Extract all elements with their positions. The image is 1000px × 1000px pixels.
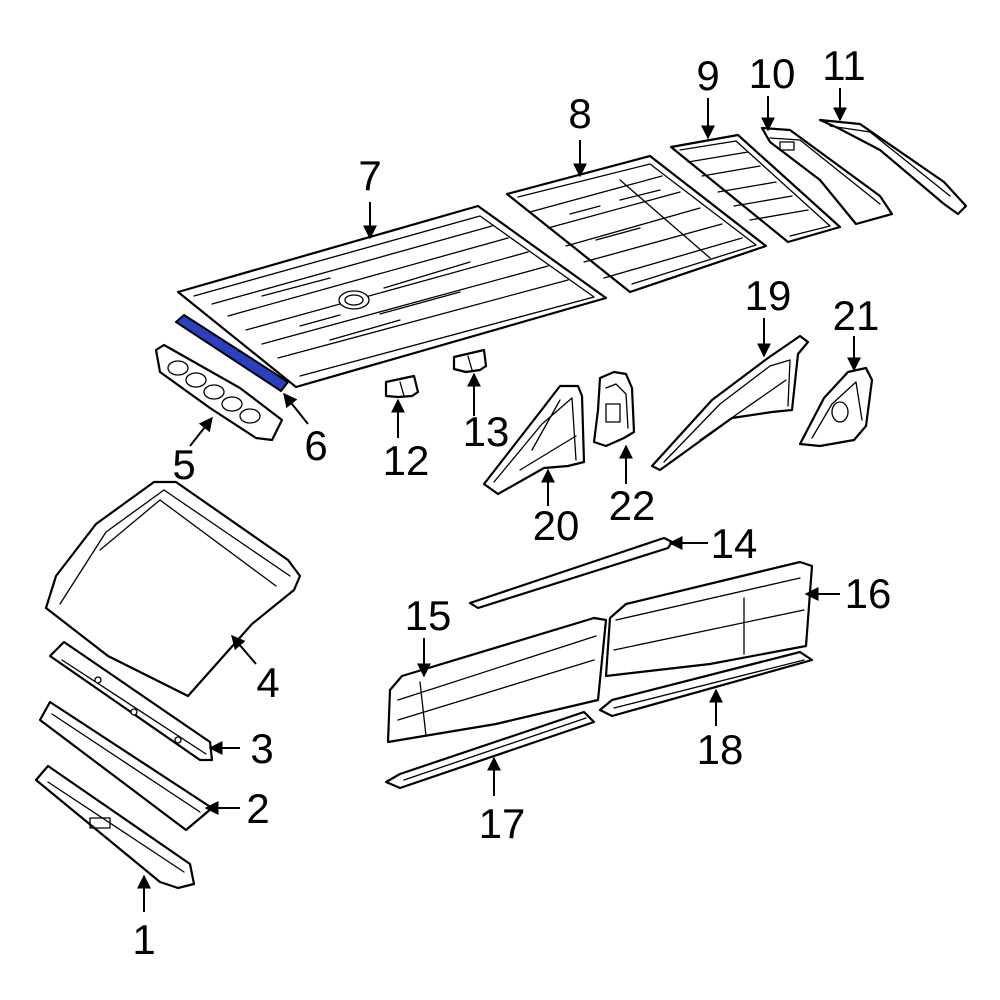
part-4-windshield[interactable] <box>44 480 302 698</box>
callout-labels: 1 2 3 4 5 6 7 8 9 10 11 12 13 14 15 16 1… <box>132 42 891 963</box>
callout-7: 7 <box>358 152 381 199</box>
callout-21: 21 <box>833 292 880 339</box>
callout-16: 16 <box>845 570 892 617</box>
callout-18: 18 <box>697 726 744 773</box>
part-9-roof-bow[interactable] <box>669 133 842 244</box>
part-21-rear-pillar-inner[interactable] <box>798 366 874 448</box>
part-6-front-roof-bow[interactable] <box>175 314 289 392</box>
callout-3: 3 <box>250 725 273 772</box>
callout-8: 8 <box>568 90 591 137</box>
part-8-rear-roof-panel[interactable] <box>505 154 768 294</box>
part-19-roof-side-rail[interactable] <box>650 334 810 472</box>
callout-12: 12 <box>383 437 430 484</box>
part-17-front-rocker[interactable] <box>384 710 596 790</box>
part-5-front-header-reinforcement[interactable] <box>154 343 284 442</box>
callout-1: 1 <box>132 916 155 963</box>
callout-2: 2 <box>246 785 269 832</box>
part-22-pillar-reinforcement[interactable] <box>592 370 636 448</box>
leader-lines <box>137 88 861 912</box>
part-15-front-side-panel[interactable] <box>386 616 608 744</box>
part-13-bracket[interactable] <box>452 348 488 374</box>
part-16-rear-side-panel[interactable] <box>604 560 814 678</box>
part-7-roof-panel[interactable] <box>176 204 608 389</box>
callout-11: 11 <box>822 42 866 89</box>
part-3-cowl-top[interactable] <box>48 640 214 762</box>
part-2-cowl-panel[interactable] <box>38 700 214 832</box>
callout-5: 5 <box>172 441 195 488</box>
callout-15: 15 <box>405 592 452 639</box>
callout-22: 22 <box>609 482 656 529</box>
part-11-rear-header-outer[interactable] <box>818 118 968 216</box>
callout-14: 14 <box>711 520 758 567</box>
callout-13: 13 <box>463 408 510 455</box>
part-20-quarter-inner-panel[interactable] <box>482 384 586 496</box>
callout-9: 9 <box>696 52 719 99</box>
part-10-rear-header[interactable] <box>760 126 894 226</box>
leader-5 <box>189 416 213 447</box>
part-18-rear-rocker[interactable] <box>598 650 814 718</box>
part-12-bracket[interactable] <box>384 374 420 399</box>
callout-17: 17 <box>479 800 526 847</box>
callout-6: 6 <box>304 422 327 469</box>
leader-4 <box>231 634 257 665</box>
callout-19: 19 <box>745 272 792 319</box>
callout-10: 10 <box>749 50 796 97</box>
callout-4: 4 <box>256 659 279 706</box>
part-1-dash-panel[interactable] <box>34 764 196 890</box>
callout-20: 20 <box>533 502 580 549</box>
leader-6 <box>283 392 309 425</box>
